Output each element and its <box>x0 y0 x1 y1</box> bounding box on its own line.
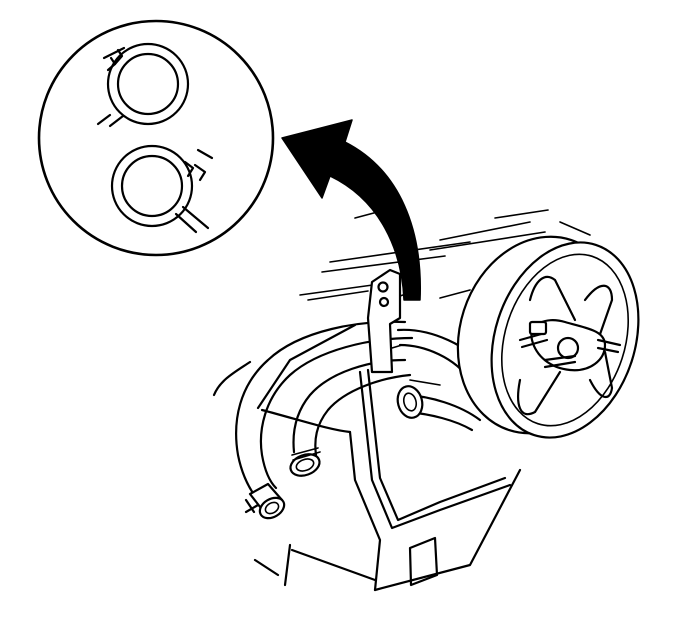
engine-block <box>212 209 591 592</box>
heater-hose <box>235 320 414 520</box>
callout-arrow <box>281 119 422 301</box>
hose-clamp-lower <box>110 144 214 234</box>
detail-magnifier <box>37 19 275 257</box>
hose-end-fitting-left <box>244 482 286 520</box>
hose-clamp-upper <box>96 42 190 128</box>
hose-end-fitting-right <box>289 447 321 477</box>
pulley <box>456 235 640 439</box>
